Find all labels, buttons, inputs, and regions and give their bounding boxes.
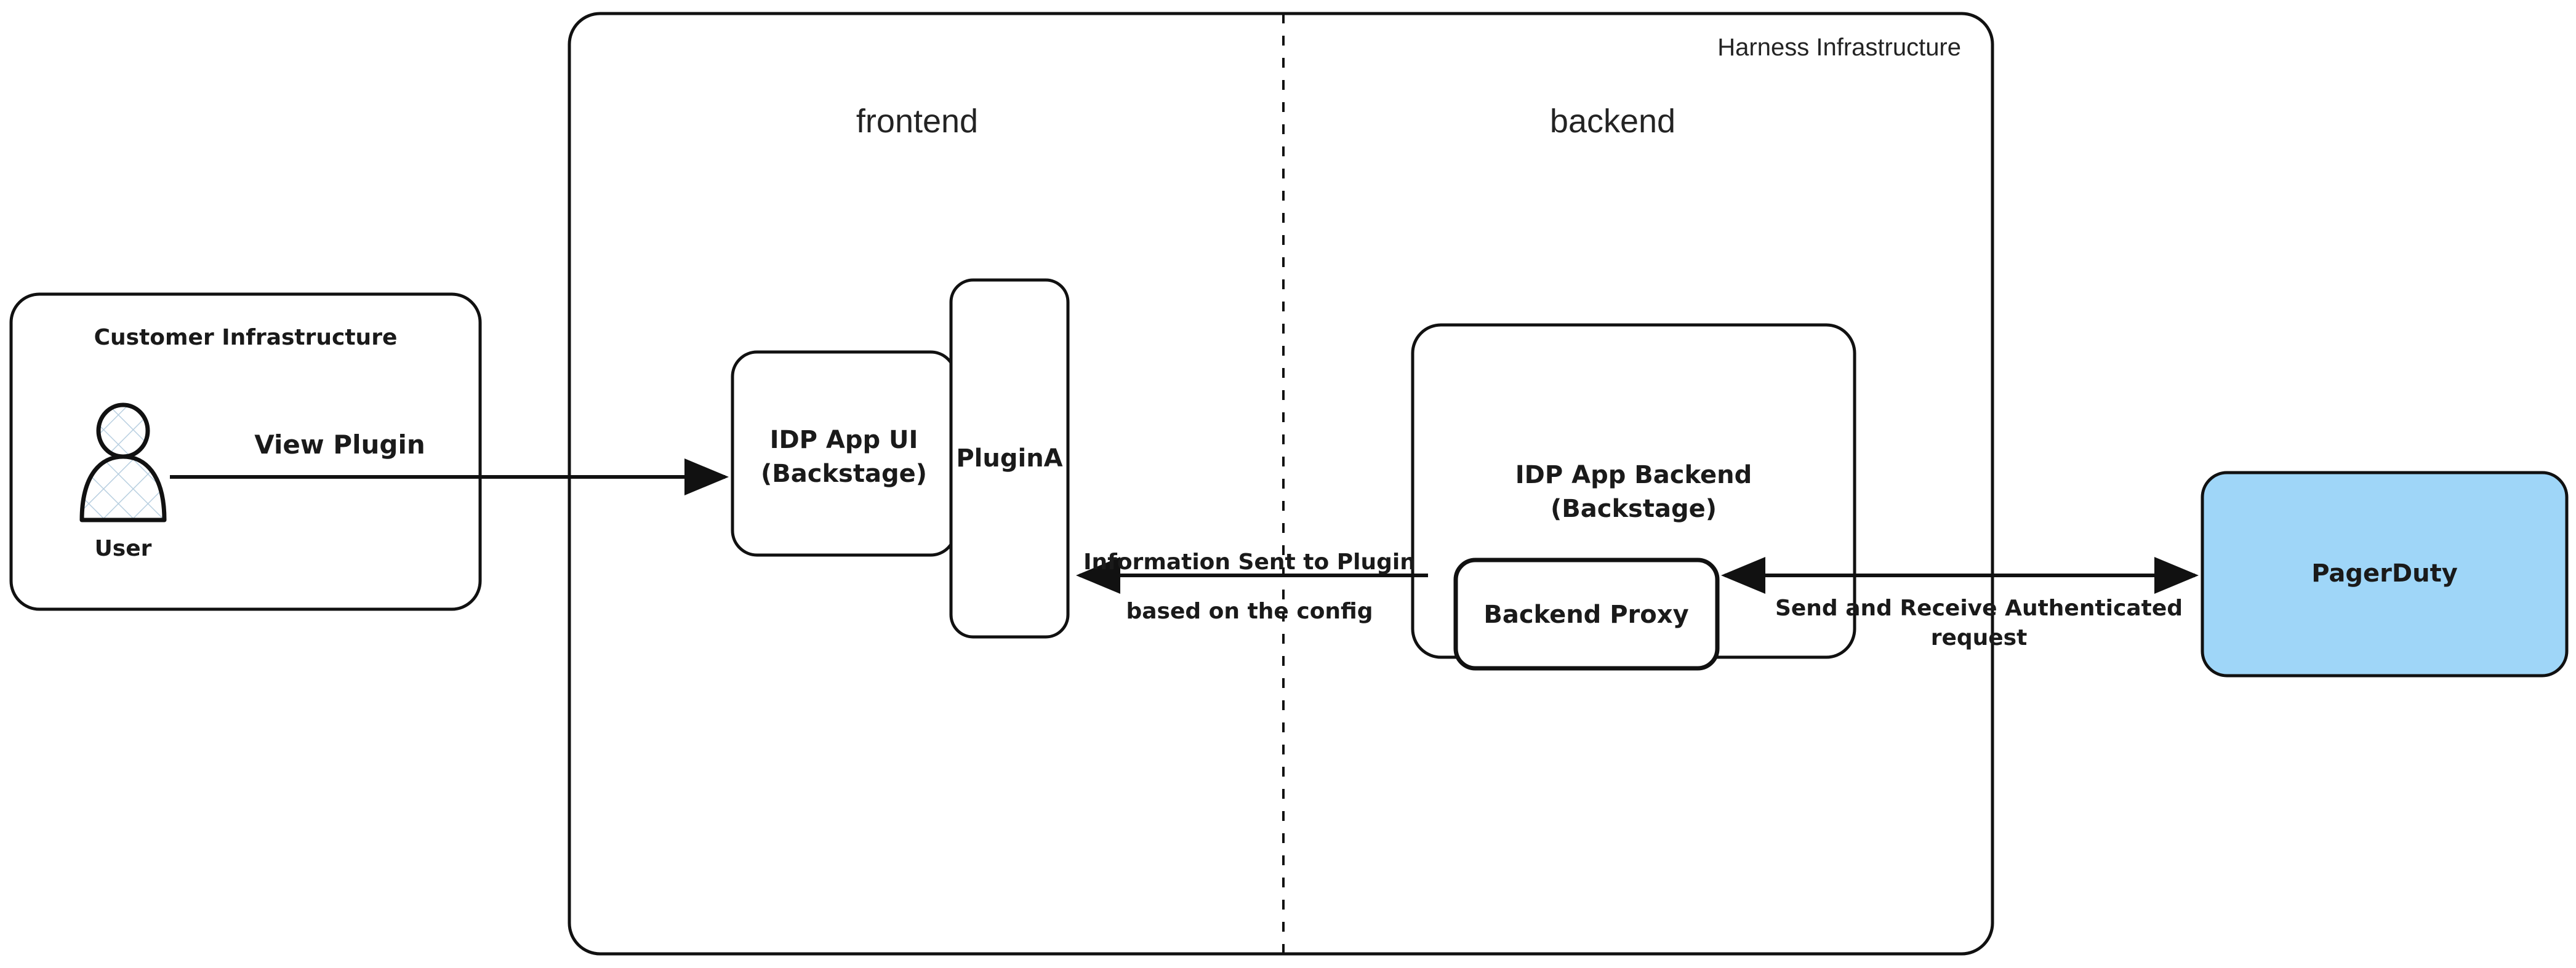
node-pagerduty[interactable]: PagerDuty [2201, 471, 2569, 678]
user-head-icon [96, 402, 150, 459]
node-backend-proxy[interactable]: Backend Proxy [1453, 558, 1720, 671]
information-sent-label-line2: based on the config [1126, 599, 1373, 624]
connection-send-receive-authenticated[interactable]: Send and Receive Authenticated request [1721, 557, 2199, 650]
pagerduty-border [2201, 471, 2569, 678]
user-actor-label: User [95, 536, 152, 561]
send-receive-authenticated-label-line2: request [1931, 625, 2028, 650]
backend-proxy-label: Backend Proxy [1483, 601, 1688, 629]
node-idp-app-ui[interactable]: IDP App UI (Backstage) [731, 350, 957, 557]
harness-infrastructure-border [568, 12, 1994, 956]
send-receive-authenticated-label-line1: Send and Receive Authenticated [1775, 596, 2183, 621]
pagerduty-label: PagerDuty [2311, 559, 2458, 588]
idp-app-ui-label-line2: (Backstage) [761, 460, 927, 488]
idp-app-backend-label-line1: IDP App Backend [1515, 461, 1752, 489]
harness-infrastructure-label: Harness Infrastructure [1717, 34, 1961, 61]
plugin-a-label: PluginA [956, 444, 1062, 473]
customer-infrastructure-label: Customer Infrastructure [94, 325, 398, 350]
view-plugin-label: View Plugin [254, 430, 425, 460]
plugin-a-border [949, 278, 1070, 639]
connection-information-sent[interactable]: Information Sent to Plugin based on the … [1076, 550, 1428, 624]
customer-infrastructure-border [9, 292, 482, 611]
lane-label-frontend: frontend [856, 103, 978, 140]
user-body-icon [79, 454, 167, 522]
idp-app-backend-label-line2: (Backstage) [1551, 495, 1717, 523]
customer-infrastructure-container[interactable]: Customer Infrastructure [9, 292, 482, 611]
harness-infrastructure-container[interactable]: Harness Infrastructure [568, 12, 1994, 956]
lane-label-backend: backend [1550, 103, 1675, 140]
backend-proxy-border [1453, 558, 1720, 671]
information-sent-label-line1: Information Sent to Plugin [1083, 550, 1416, 575]
idp-app-ui-label-line1: IDP App UI [770, 426, 918, 454]
connection-view-plugin[interactable]: View Plugin [170, 430, 729, 495]
user-actor[interactable]: User [79, 402, 167, 561]
node-plugin-a[interactable]: PluginA [949, 278, 1070, 639]
